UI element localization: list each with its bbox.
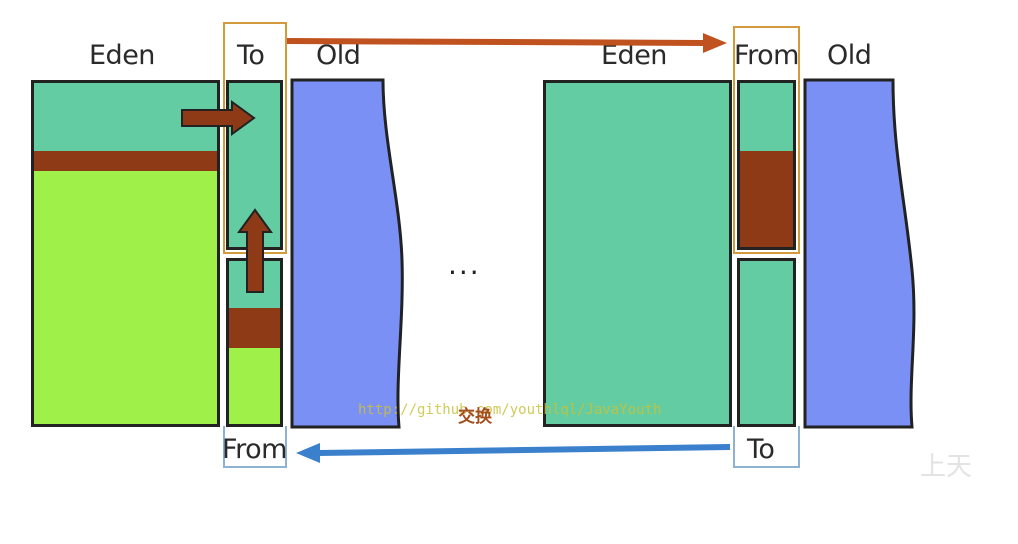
left-from-surviving-block <box>229 308 280 348</box>
ellipsis: ... <box>448 248 481 281</box>
watermark-text: http://github.com/youthlql/JavaYouth <box>358 402 662 418</box>
left-eden-surviving-block <box>34 151 217 171</box>
from-to-survivor-arrow <box>237 208 273 293</box>
right-old-label: Old <box>827 40 872 71</box>
left-eden-space <box>31 80 220 427</box>
left-eden-dead-block <box>34 171 217 424</box>
left-to-label: To <box>237 40 265 71</box>
right-from-label: From <box>734 40 799 71</box>
right-eden-space <box>543 80 732 427</box>
right-from-space <box>737 80 796 250</box>
right-to-label: To <box>747 434 775 465</box>
right-to-highlight <box>733 426 800 468</box>
eden-to-survivor-arrow <box>181 100 256 136</box>
right-old-space <box>803 78 916 429</box>
right-to-space <box>737 258 796 427</box>
left-from-highlight <box>223 426 287 468</box>
swap-arrow-top <box>286 33 727 53</box>
corner-watermark: 上天 <box>920 452 973 482</box>
left-eden-label: Eden <box>89 40 155 71</box>
left-old-space <box>290 78 404 429</box>
left-from-dead-block <box>229 348 280 424</box>
exchange-label: 交换 <box>458 407 492 427</box>
right-from-surviving-block <box>740 151 793 247</box>
left-old-label: Old <box>316 40 361 71</box>
left-from-space <box>226 258 283 427</box>
right-from-highlight <box>733 26 800 254</box>
swap-arrow-bottom <box>296 443 731 463</box>
left-from-label: From <box>222 434 287 465</box>
